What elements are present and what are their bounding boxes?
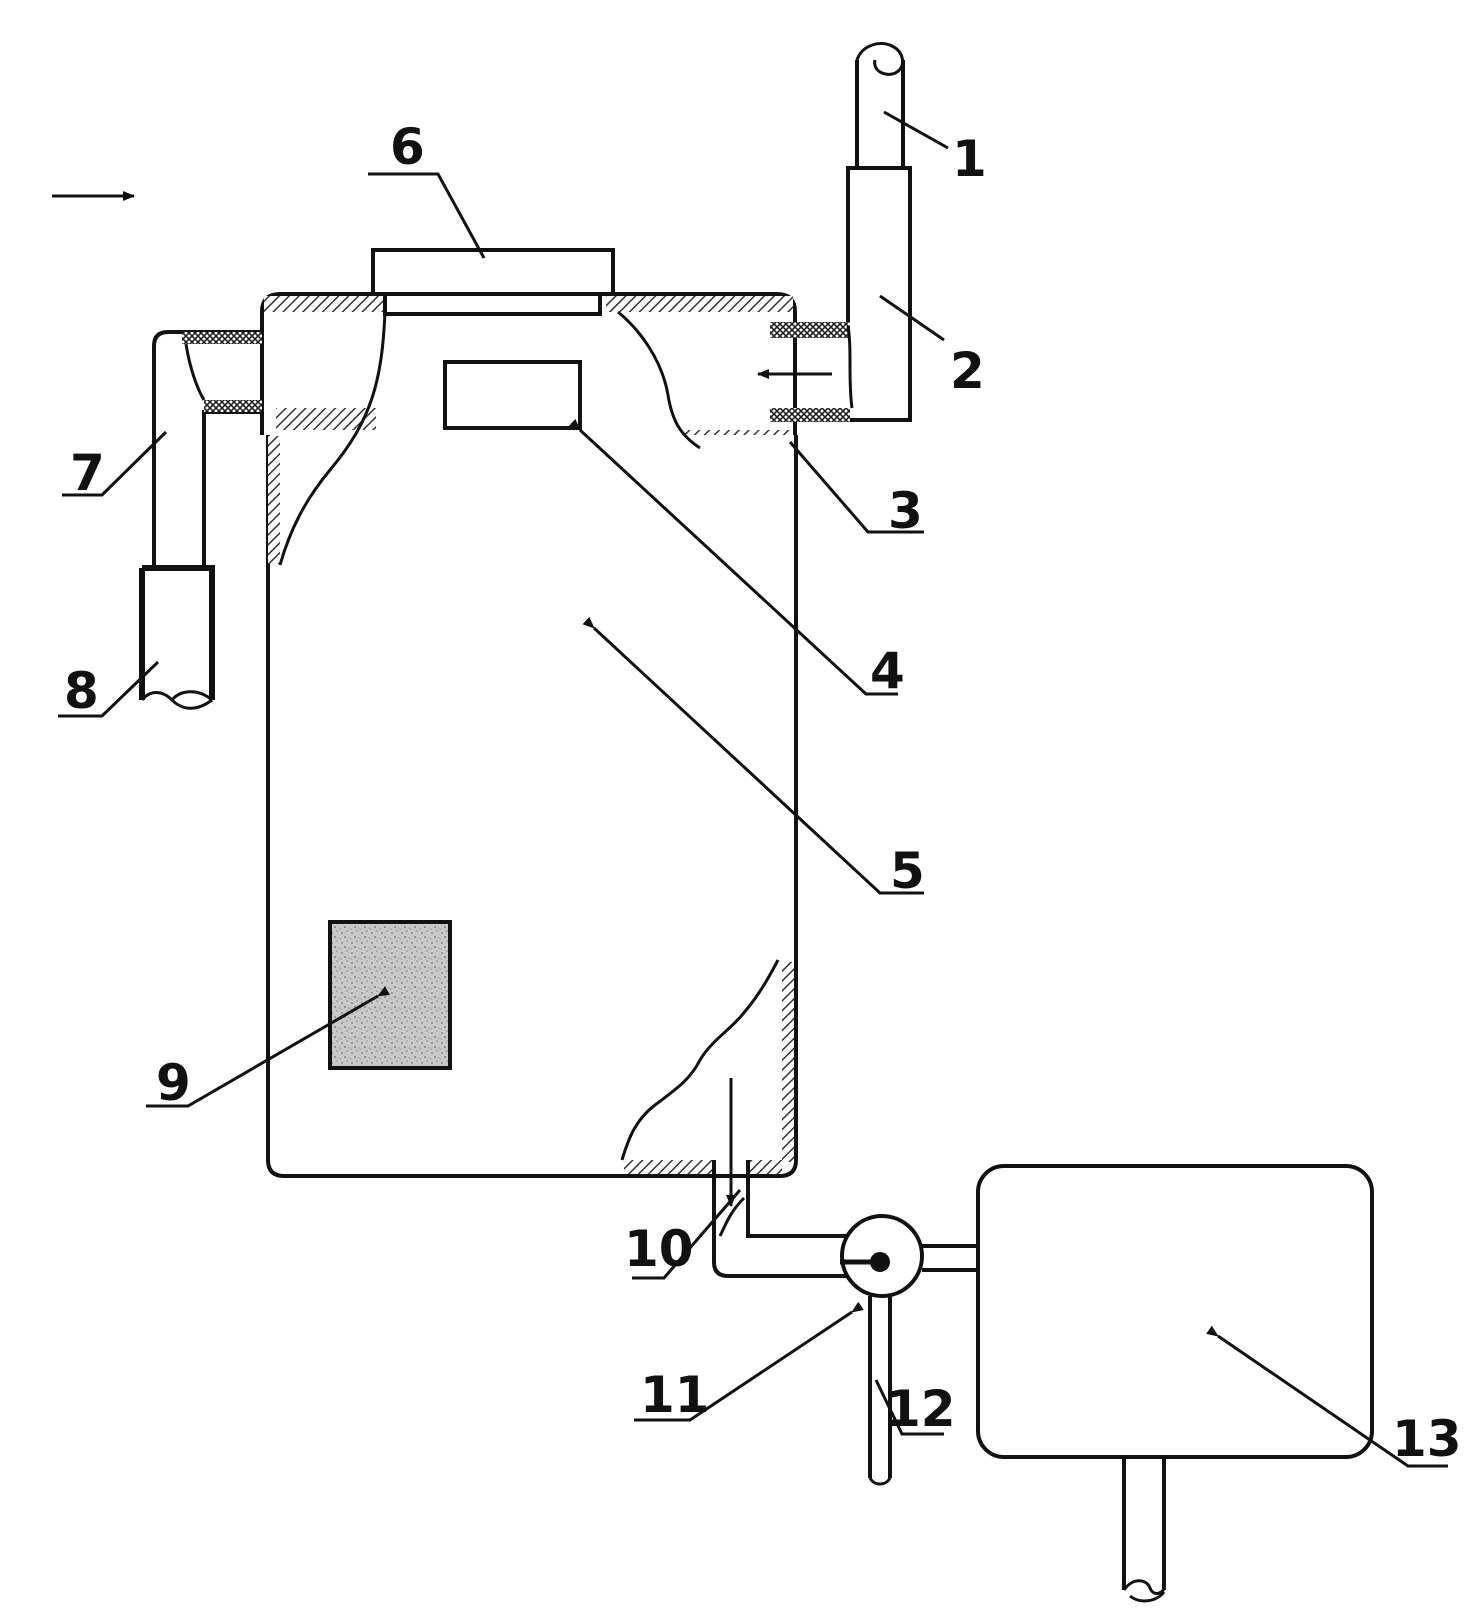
inlet-hose [855,60,905,168]
outlet-pipe-elbow [152,330,262,570]
bottom-hatch-left [624,1160,714,1174]
leader-11 [634,1301,864,1422]
secondary-tank-outlet [1122,1457,1166,1590]
secondary-tank-body [976,1164,1374,1459]
inlet-hose-end [855,42,905,76]
inlet-seal-top [770,322,850,338]
left-wall-hatch [268,436,280,564]
leader-2 [879,294,945,342]
outlet-hose [139,565,215,700]
outlet-pipe [139,330,262,710]
inner-box [443,360,582,430]
leader-6 [368,172,486,259]
labels: 1 2 3 4 5 6 7 8 9 10 11 12 13 [64,118,1462,1468]
label-1: 1 [952,130,987,188]
label-4: 4 [870,642,905,700]
inlet-pipe-body [795,166,912,422]
cap-hatch-top-right [606,296,793,312]
cap-hatch-bottom-left [276,408,376,430]
secondary-tank-outlet-end [1122,1579,1166,1603]
label-9: 9 [156,1054,191,1112]
outlet-hose-end [140,690,213,710]
drain-assembly [712,1078,978,1486]
label-8: 8 [64,662,99,720]
leader-3 [788,441,924,534]
valve-outlet-end [868,1477,892,1486]
leader-4 [568,418,898,696]
label-5: 5 [890,842,925,900]
cutaway-upper-left [278,311,387,566]
label-6: 6 [390,118,425,176]
speckled-box [328,920,452,1070]
leader-7 [62,430,168,497]
lid [371,248,615,316]
leader-9 [146,986,391,1108]
lid-lower-block [383,292,602,316]
inlet-inner-line [846,325,854,409]
cutaway-upper-right [617,310,701,450]
inlet-pipe [757,42,912,422]
outlet-pipe-inner-line [184,343,206,401]
leader-8 [58,660,160,718]
label-11: 11 [640,1366,710,1424]
label-2: 2 [950,342,985,400]
leader-10 [632,1189,742,1280]
bottom-hatch-right [748,1160,782,1174]
outlet-seal-top [182,332,262,344]
leader-12 [874,1379,944,1436]
lid-upper-block [371,248,615,296]
cap-hatch-top-left [264,296,386,312]
label-13: 13 [1392,1410,1462,1468]
secondary-tank [976,1164,1374,1603]
leader-1 [883,110,949,150]
leader-5 [582,616,924,895]
cutaway-lower-right [620,959,780,1161]
outlet-seal-bottom [204,400,262,412]
lower-right-wall-hatch [782,962,794,1162]
label-12: 12 [886,1380,956,1438]
drain-inner-line [718,1196,746,1237]
drain-pipe [712,1160,852,1278]
leader-lines [58,110,1448,1468]
label-10: 10 [624,1220,694,1278]
inlet-seal-bottom [770,408,850,422]
leader-13 [1206,1325,1448,1468]
valve-to-tank-pipe [922,1244,978,1272]
valve-outlet-pipe [868,1296,892,1478]
label-3: 3 [888,482,923,540]
label-7: 7 [70,444,105,502]
